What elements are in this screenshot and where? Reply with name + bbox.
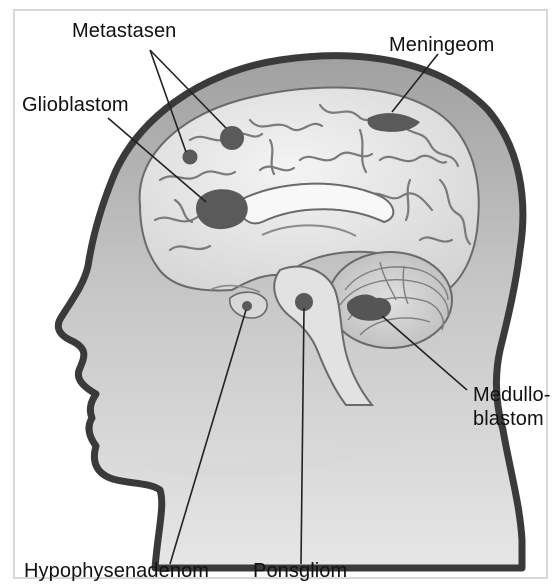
label-medullo-line2: blastom xyxy=(473,408,544,430)
label-hypophysenadenom: Hypophysenadenom xyxy=(24,560,209,582)
label-meningeom: Meningeom xyxy=(389,34,494,56)
glioblastoma-tumor xyxy=(196,189,248,229)
label-ponsgliom: Ponsgliom xyxy=(253,560,347,582)
label-medullo-line1: Medullo- xyxy=(473,384,551,406)
metastasis-tumor-1 xyxy=(220,126,244,150)
label-glioblastom: Glioblastom xyxy=(22,94,129,116)
metastasis-tumor-2 xyxy=(183,150,198,165)
label-metastasen: Metastasen xyxy=(72,20,176,42)
cerebellum xyxy=(328,252,452,348)
pituitary-adenoma-tumor xyxy=(242,301,252,311)
